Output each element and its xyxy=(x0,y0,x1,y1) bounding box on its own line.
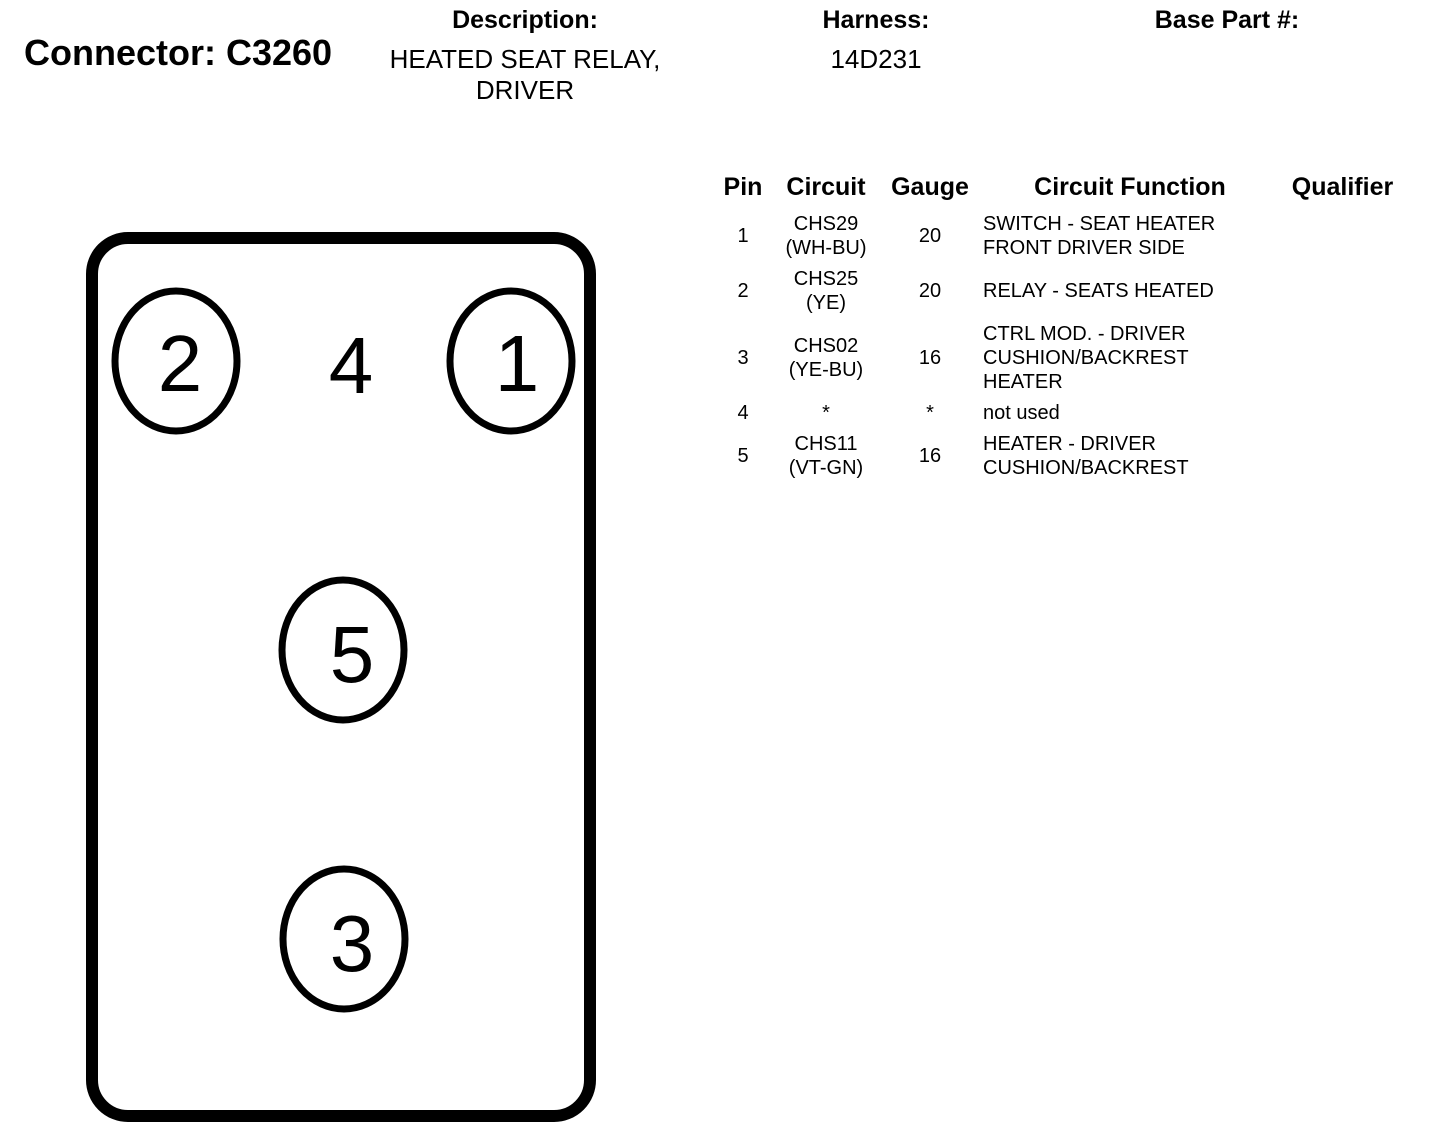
function-cell: not used xyxy=(983,400,1283,426)
function-line: not used xyxy=(983,402,1060,424)
circuit-id: * xyxy=(822,402,830,424)
function-cell: HEATER - DRIVER CUSHION/BACKREST xyxy=(983,432,1283,480)
function-cell: SWITCH - SEAT HEATER FRONT DRIVER SIDE xyxy=(983,212,1283,260)
circuit-id: CHS29 xyxy=(793,213,859,235)
pin-3-cavity xyxy=(279,865,409,1013)
pin-cell: 4 xyxy=(737,402,749,424)
circuit-cell: CHS02 (YE-BU) xyxy=(776,322,876,394)
pin-3-label: 3 xyxy=(330,899,375,988)
circuit-id: CHS11 xyxy=(794,433,858,455)
harness-label: Harness: xyxy=(822,6,930,34)
harness-value: 14D231 xyxy=(830,44,922,74)
function-line: CUSHION/BACKREST xyxy=(983,457,1189,479)
column-header-circuit: Circuit xyxy=(786,173,866,201)
function-line: RELAY - SEATS HEATED xyxy=(983,280,1214,302)
pin-2-cavity xyxy=(111,287,241,435)
function-line: CUSHION/BACKREST xyxy=(983,347,1189,369)
base-part-label: Base Part #: xyxy=(1154,6,1300,34)
function-line: HEATER xyxy=(983,371,1063,393)
function-line: CTRL MOD. - DRIVER xyxy=(983,323,1186,345)
table-row: 2 CHS25 (YE) 20 RELAY - SEATS HEATED xyxy=(700,267,1420,315)
table-row: 5 CHS11 (VT-GN) 16 HEATER - DRIVER CUSHI… xyxy=(700,432,1420,480)
circuit-color: (YE-BU) xyxy=(788,359,864,381)
table-row: 3 CHS02 (YE-BU) 16 CTRL MOD. - DRIVER CU… xyxy=(700,322,1420,394)
circuit-cell: CHS11 (VT-GN) xyxy=(776,432,876,480)
gauge-cell: 20 xyxy=(918,225,942,247)
description-line-2: DRIVER xyxy=(475,75,575,105)
pin-cell: 2 xyxy=(737,280,749,302)
connector-housing-outline xyxy=(86,232,596,1122)
circuit-color: (WH-BU) xyxy=(785,237,867,259)
column-header-circuit-function: Circuit Function xyxy=(1034,173,1226,201)
connector-face-diagram: 2 4 1 5 3 xyxy=(86,232,596,1122)
circuit-id: CHS02 xyxy=(793,335,859,357)
circuit-cell: CHS25 (YE) xyxy=(776,267,876,315)
gauge-cell: 16 xyxy=(918,445,942,467)
pin-5-label: 5 xyxy=(330,610,375,699)
gauge-cell: 20 xyxy=(918,280,942,302)
pin-cell: 5 xyxy=(737,445,749,467)
pin-1-cavity xyxy=(446,287,576,435)
pin-2-label: 2 xyxy=(158,319,203,408)
pin-4-label: 4 xyxy=(329,321,374,410)
circuit-color: (YE) xyxy=(806,292,846,314)
circuit-color: (VT-GN) xyxy=(788,457,864,479)
table-row: 1 CHS29 (WH-BU) 20 SWITCH - SEAT HEATER … xyxy=(700,212,1420,260)
circuit-cell: * xyxy=(776,400,876,426)
gauge-cell: 16 xyxy=(918,347,942,369)
function-cell: CTRL MOD. - DRIVER CUSHION/BACKREST HEAT… xyxy=(983,322,1283,394)
gauge-cell: * xyxy=(926,402,934,424)
function-cell: RELAY - SEATS HEATED xyxy=(983,267,1283,315)
function-line: FRONT DRIVER SIDE xyxy=(983,237,1185,259)
column-header-pin: Pin xyxy=(723,173,763,201)
table-row: 4 * * not used xyxy=(700,400,1420,426)
function-line: SWITCH - SEAT HEATER xyxy=(983,213,1216,235)
circuit-id: CHS25 xyxy=(793,268,859,290)
connector-title: Connector: C3260 xyxy=(24,32,333,73)
description-value: HEATED SEAT RELAY, DRIVER xyxy=(360,44,690,106)
pin-1-label: 1 xyxy=(495,319,540,408)
function-line: HEATER - DRIVER xyxy=(983,433,1156,455)
description-label: Description: xyxy=(452,6,598,34)
pin-cell: 3 xyxy=(737,347,749,369)
column-header-qualifier: Qualifier xyxy=(1291,173,1394,201)
circuit-cell: CHS29 (WH-BU) xyxy=(776,212,876,260)
pin-5-cavity xyxy=(278,576,408,724)
pin-cell: 1 xyxy=(737,225,749,247)
column-header-gauge: Gauge xyxy=(891,173,969,201)
description-line-1: HEATED SEAT RELAY, xyxy=(389,44,661,74)
